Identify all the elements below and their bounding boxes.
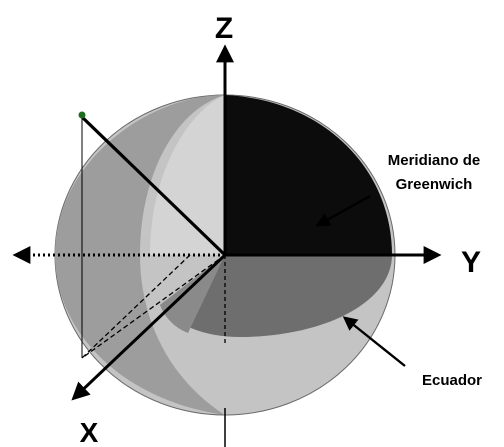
meridian-pointer-arrow: [315, 194, 371, 227]
x-axis: [71, 253, 227, 401]
equator-label: Ecuador: [422, 372, 482, 389]
position-point: [78, 111, 86, 119]
position-vector: [80, 115, 227, 257]
equator-plane: [160, 255, 392, 338]
y-axis-label: Y: [461, 246, 481, 279]
x-axis-label: X: [80, 417, 99, 447]
projection-dashed-2: [81, 254, 191, 359]
equator-cut: [160, 255, 225, 333]
projection-dashed-1: [81, 254, 226, 359]
equator-pointer-arrow: [342, 316, 406, 367]
greenwich-meridian-face: [225, 95, 392, 255]
z-axis-label: Z: [215, 12, 233, 45]
meridian-label-line1: Meridiano de: [388, 152, 481, 169]
meridian-label-line2: Greenwich: [396, 176, 473, 193]
inner-wedge: [150, 95, 225, 255]
